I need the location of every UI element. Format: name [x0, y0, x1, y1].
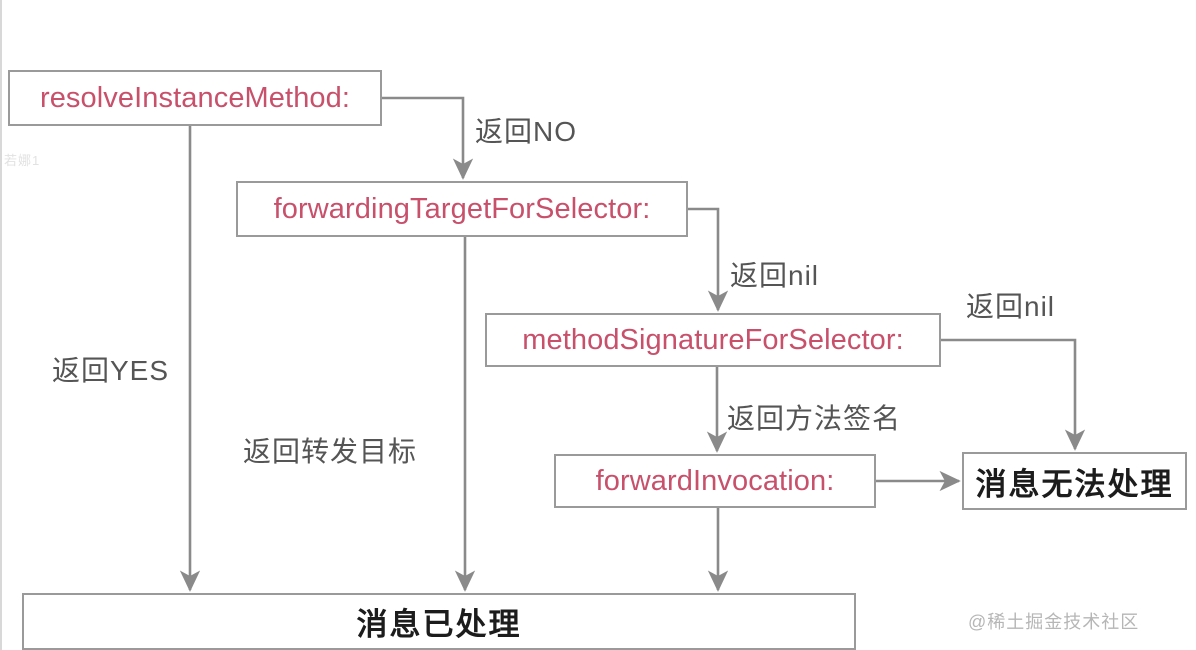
node-method-signature-for-selector[interactable]: methodSignatureForSelector:	[485, 313, 941, 367]
node-label: methodSignatureForSelector:	[522, 323, 904, 356]
node-forward-invocation[interactable]: forwardInvocation:	[554, 454, 876, 508]
node-label: forwardingTargetForSelector:	[273, 192, 651, 225]
scan-artifact-left: 若娜1	[4, 153, 41, 168]
node-label: resolveInstanceMethod:	[39, 81, 351, 114]
node-label: 消息无法处理	[975, 466, 1174, 502]
edge-label-return-method-signature: 返回方法签名	[727, 403, 902, 434]
node-message-unhandled[interactable]: 消息无法处理	[962, 452, 1187, 510]
edge-methodsignature-to-unhandled	[941, 338, 1086, 451]
node-forwarding-target-for-selector[interactable]: forwardingTargetForSelector:	[236, 181, 688, 237]
node-message-handled[interactable]: 消息已处理	[22, 593, 856, 650]
page-edge-line	[0, 0, 2, 650]
edge-label-return-forwarding-target: 返回转发目标	[243, 436, 418, 467]
edge-forwardingtarget-to-methodsignature	[688, 207, 729, 312]
watermark: @稀土掘金技术社区	[968, 612, 1140, 632]
edge-label-return-no: 返回NO	[475, 116, 578, 147]
node-label: 消息已处理	[356, 607, 522, 642]
edge-label-return-nil-1: 返回nil	[730, 260, 820, 291]
edge-label-return-yes: 返回YES	[52, 355, 170, 386]
node-resolve-instance-method[interactable]: resolveInstanceMethod:	[8, 70, 382, 126]
edge-resolve-to-forwardingtarget	[382, 96, 474, 180]
edge-label-return-nil-2: 返回nil	[966, 291, 1056, 322]
node-label: forwardInvocation:	[595, 464, 835, 497]
